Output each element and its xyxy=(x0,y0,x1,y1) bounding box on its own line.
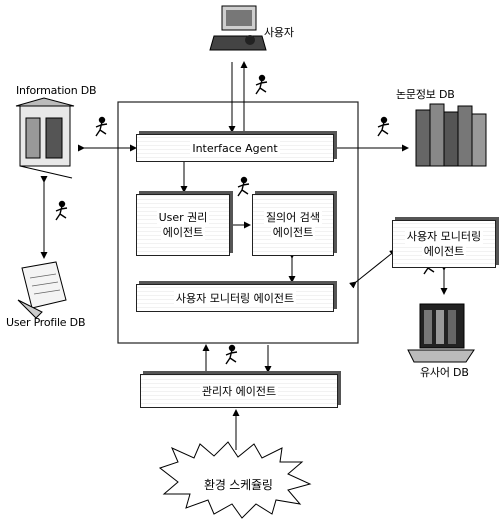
schedule-label: 환경 스케쥴링 xyxy=(204,476,273,493)
user-monitoring-inner-box: 사용자 모니터링 에이전트 xyxy=(136,284,334,312)
user-rights-agent-box: User 권리 에이전트 xyxy=(136,194,230,256)
query-search-label-line2: 에이전트 xyxy=(271,225,315,240)
information-db-label: Information DB xyxy=(16,84,96,97)
runner-figures xyxy=(56,76,435,365)
interface-agent-label: Interface Agent xyxy=(190,141,279,156)
query-search-label-line1: 질의어 검색 xyxy=(264,210,322,225)
user-monitoring-outer-line1: 사용자 모니터링 xyxy=(405,229,483,244)
thesis-db-label: 논문정보 DB xyxy=(396,86,455,102)
similar-db-label: 유사어 DB xyxy=(420,364,469,380)
user-rights-label-line2: 에이전트 xyxy=(161,225,205,240)
thesis-db-books-icon xyxy=(416,104,486,166)
user-terminal-icon xyxy=(210,6,266,50)
user-profile-db-icon xyxy=(18,262,66,318)
information-db-icon xyxy=(16,98,74,178)
user-monitoring-outer-box: 사용자 모니터링 에이전트 xyxy=(392,220,496,268)
user-monitoring-inner-label: 사용자 모니터링 에이전트 xyxy=(174,291,296,306)
user-rights-label-line1: User 권리 xyxy=(157,210,210,225)
query-search-agent-box: 질의어 검색 에이전트 xyxy=(252,194,334,256)
edge-monitor-inner-outer xyxy=(356,250,396,282)
interface-agent-box: Interface Agent xyxy=(136,134,334,162)
admin-agent-label: 관리자 에이전트 xyxy=(200,384,278,399)
user-label: 사용자 xyxy=(264,24,294,40)
similar-db-icon xyxy=(408,304,474,362)
admin-agent-box: 관리자 에이전트 xyxy=(140,374,338,408)
user-monitoring-outer-line2: 에이전트 xyxy=(422,244,466,259)
user-profile-db-label: User Profile DB xyxy=(6,316,85,329)
